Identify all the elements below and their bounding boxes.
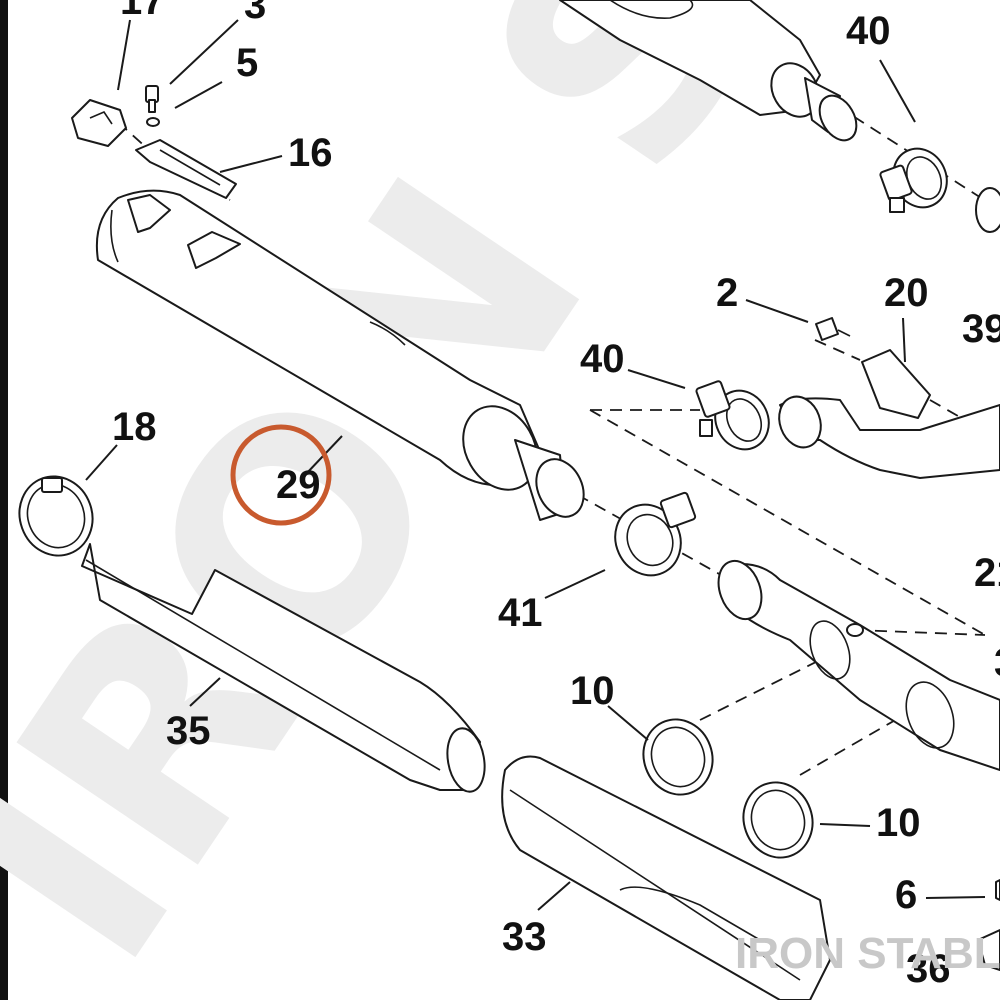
upper-muffler [559, 0, 858, 142]
callout-10-lower: 10 [876, 801, 921, 845]
heat-shield-33 [501, 755, 831, 1000]
hose-clamp-10-b [742, 781, 814, 859]
callout-labels: 17 3 5 16 40 2 20 39 40 18 41 21 10 35 1… [112, 0, 1000, 991]
callout-3: 3 [244, 0, 266, 27]
hose-clamp-18 [18, 475, 94, 557]
clamp-40-middle [695, 380, 770, 451]
callout-35: 35 [166, 709, 211, 753]
part-36 [977, 929, 1000, 971]
muffler-29 [95, 189, 585, 521]
callout-2: 2 [716, 271, 738, 315]
callout-6: 6 [895, 873, 917, 917]
watermark-bottom: IRON STABLE [735, 929, 1000, 978]
hose-clamp-10-a [642, 718, 714, 796]
callout-39: 39 [962, 307, 1000, 351]
callout-16: 16 [288, 131, 333, 175]
callout-21: 21 [974, 551, 1000, 595]
callout-40-middle: 40 [580, 337, 625, 381]
callout-41: 41 [498, 591, 543, 635]
highlight-ring [230, 424, 332, 526]
callout-20: 20 [884, 271, 929, 315]
callout-18: 18 [112, 405, 157, 449]
clamp-40-upper [879, 147, 1000, 233]
callout-3-right: 3 [994, 641, 1000, 685]
callout-29-highlighted: 29 [276, 463, 321, 507]
bolt-6 [995, 879, 1000, 901]
callout-36: 36 [906, 947, 951, 991]
callout-5: 5 [236, 41, 258, 85]
mount-hardware [71, 85, 237, 199]
head-pipe-39 [778, 317, 1000, 479]
pipe-section-right [717, 559, 1000, 771]
callout-40-upper: 40 [846, 9, 891, 53]
clamp-41 [614, 491, 697, 577]
callout-10-upper: 10 [570, 669, 615, 713]
callout-17: 17 [120, 0, 165, 23]
frame-edge [0, 0, 8, 1000]
callout-33: 33 [502, 915, 547, 959]
heat-shield-35 [81, 543, 486, 793]
leader-lines [85, 19, 986, 911]
